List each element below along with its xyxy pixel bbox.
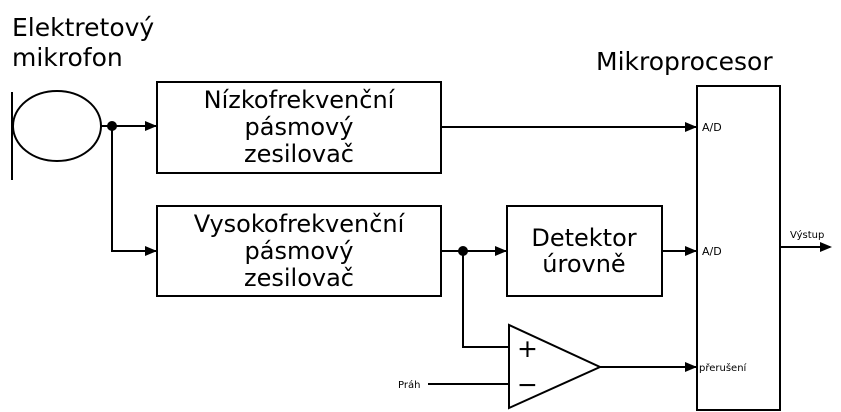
processor-title: Mikroprocesor: [596, 47, 773, 76]
arrow-to-ad2: [685, 246, 697, 256]
detector-label-line1: Detektor: [531, 224, 636, 252]
arrow-to-lowpass: [145, 121, 157, 131]
arrow-to-interrupt: [685, 362, 697, 372]
microphone: [11, 90, 102, 180]
microphone-label-line1: Elektretový: [12, 13, 154, 42]
lowpass-amplifier-box: [156, 81, 442, 174]
arrow-to-highpass: [145, 246, 157, 256]
wire-to-highpass: [111, 126, 157, 252]
detector-label-line2: úrovně: [542, 250, 625, 278]
comparator-plus-sign: +: [517, 334, 538, 363]
wire-to-comparator-plus: [462, 251, 509, 348]
lowpass-label-line2: pásmový: [245, 113, 354, 141]
processor-port-ad2: A/D: [702, 245, 722, 258]
microphone-capsule: [12, 90, 102, 162]
arrow-to-ad1: [685, 122, 697, 132]
comparator-triangle: [508, 323, 603, 410]
comparator-minus-sign: −: [517, 370, 538, 399]
arrow-to-detector: [495, 246, 507, 256]
lowpass-label-line1: Nízkofrekvenční: [204, 86, 396, 114]
microprocessor-box: [696, 85, 781, 411]
processor-port-interrupt: přerušení: [699, 362, 748, 374]
highpass-label-line1: Vysokofrekvenční: [194, 210, 406, 238]
lowpass-label-line3: zesilovač: [244, 140, 354, 168]
microphone-label-line2: mikrofon: [12, 43, 123, 72]
arrow-output: [820, 242, 832, 252]
processor-port-ad1: A/D: [702, 121, 722, 134]
output-label: Výstup: [790, 229, 824, 241]
highpass-label-line2: pásmový: [245, 237, 354, 265]
threshold-label: Práh: [398, 379, 420, 391]
highpass-label-line3: zesilovač: [244, 264, 354, 292]
